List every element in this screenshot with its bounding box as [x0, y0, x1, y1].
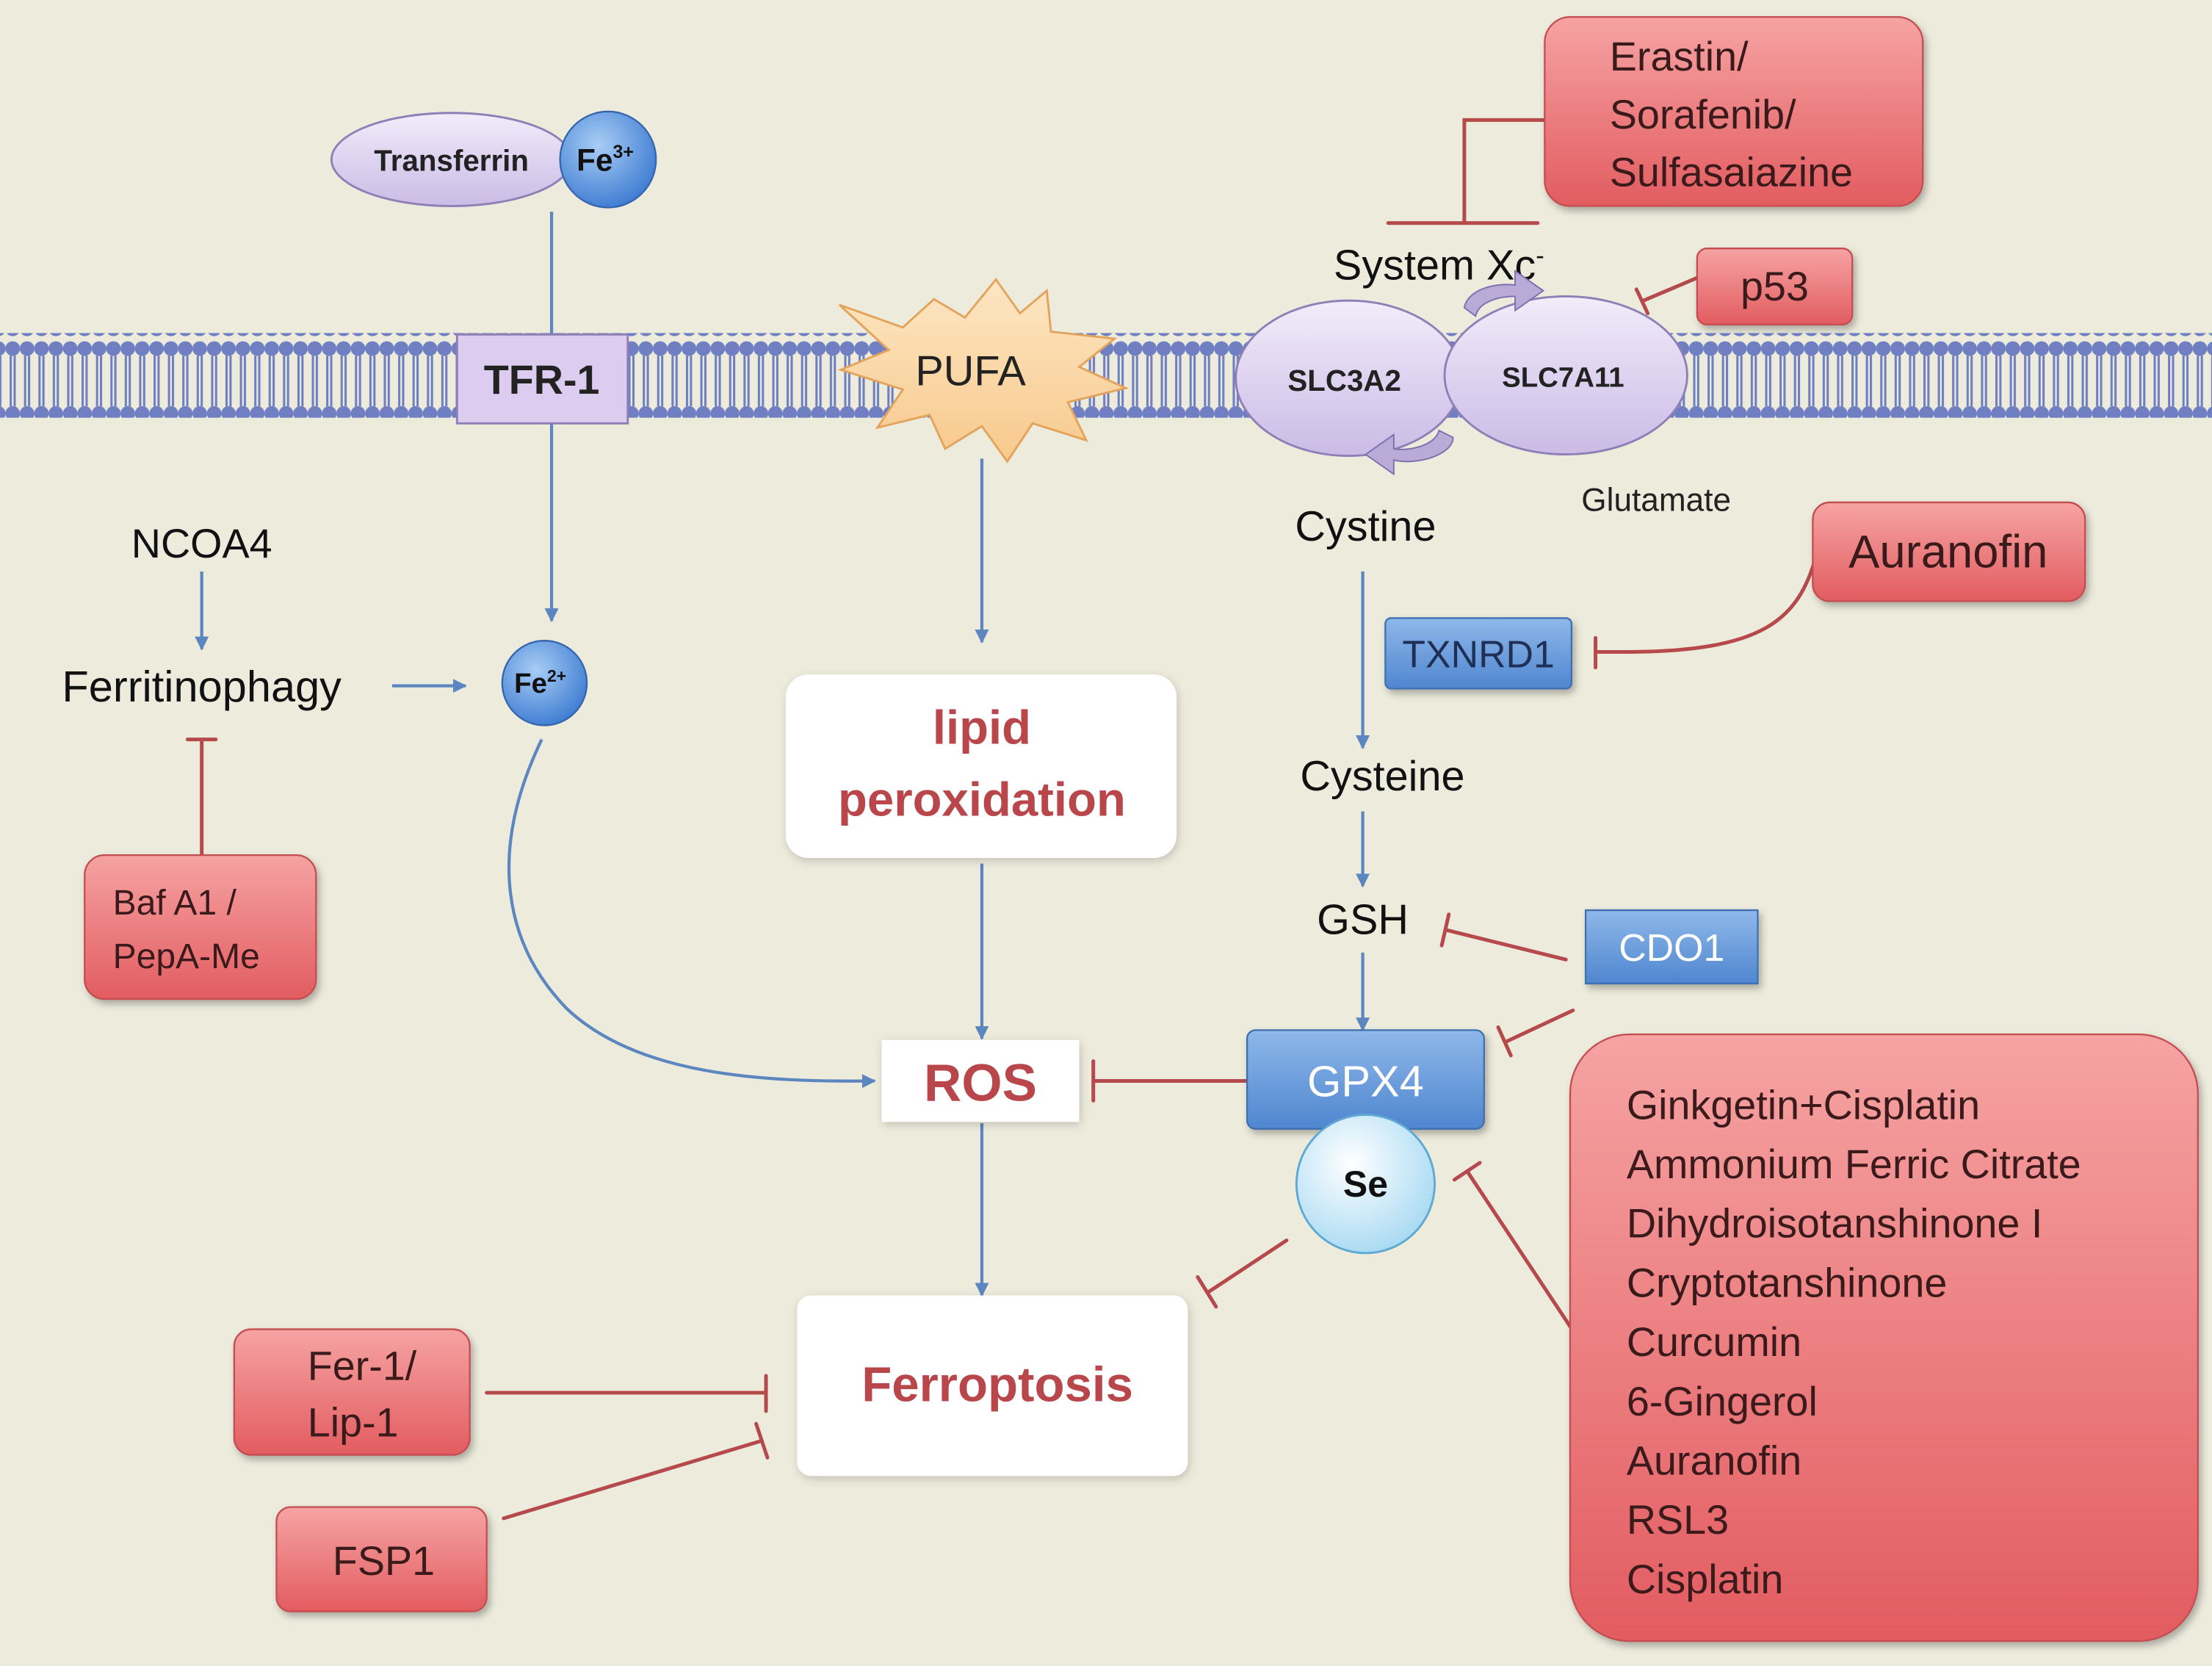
cystine-label: Cystine — [1295, 503, 1436, 550]
gpx4-label: GPX4 — [1307, 1057, 1424, 1106]
slc3a2-label: SLC3A2 — [1287, 364, 1401, 397]
inhibit-cdo1-to-gpx4 — [1505, 1008, 1575, 1044]
pufa-label: PUFA — [915, 347, 1026, 394]
gpx4-inhibitors-box — [1569, 1033, 2199, 1642]
inhibitor-item-2: Ammonium Ferric Citrate — [1627, 1142, 2081, 1187]
lipid-peroxidation-line1: lipid — [933, 700, 1031, 754]
txnrd1-label: TXNRD1 — [1402, 633, 1554, 676]
inhibitor-item-6: 6-Gingerol — [1627, 1379, 1818, 1424]
ros-label: ROS — [924, 1054, 1037, 1112]
ferritinophagy-label: Ferritinophagy — [62, 662, 341, 711]
se-ball — [1295, 1114, 1436, 1255]
glutamate-label: Glutamate — [1581, 482, 1731, 518]
pufa-starburst — [837, 278, 1130, 464]
arrow-fe2-to-ros — [507, 738, 876, 1089]
ros-box — [881, 1039, 1080, 1122]
cdo1-label: CDO1 — [1619, 926, 1724, 969]
tfr1-box — [455, 333, 629, 425]
fe3-label: Fe3+ — [577, 142, 634, 177]
fsp1-label: FSP1 — [333, 1538, 435, 1584]
erastin-line1: Erastin/ — [1610, 34, 1749, 79]
inhibitor-item-4: Cryptotanshinone — [1627, 1260, 1948, 1305]
inhibitor-item-3: Dihydroisotanshinone I — [1627, 1201, 2043, 1247]
txnrd1-box — [1384, 617, 1573, 690]
inhibit-p53-to-slc7a11 — [1641, 275, 1702, 303]
inhibitor-bar-gsh — [1439, 912, 1451, 948]
inhibitor-bar-ferroptosis-se — [1196, 1275, 1218, 1309]
auranofin-label: Auranofin — [1848, 526, 2047, 577]
inhibitor-bar-slc7a11 — [1634, 287, 1650, 316]
transport-arrow-in — [1364, 429, 1454, 476]
bafa1-box — [84, 854, 317, 1000]
auranofin-box — [1812, 501, 2086, 602]
p53-box — [1696, 248, 1854, 326]
fer1-line1: Fer-1/ — [308, 1344, 417, 1389]
tfr1-label: TFR-1 — [484, 357, 600, 403]
inhibitor-item-8: RSL3 — [1627, 1497, 1729, 1543]
ncoa4-label: NCOA4 — [131, 521, 272, 566]
inhibitor-bar-se — [1452, 1161, 1482, 1182]
lipid-peroxidation-box — [785, 674, 1177, 858]
inhibitor-bar-gpx4 — [1496, 1025, 1513, 1058]
ferroptosis-box — [797, 1295, 1188, 1476]
slc7a11-label: SLC7A11 — [1502, 361, 1624, 393]
ferroptosis-label: Ferroptosis — [861, 1357, 1133, 1413]
inhibit-cdo1-to-gsh — [1444, 928, 1568, 962]
se-label: Se — [1343, 1164, 1388, 1205]
erastin-box — [1544, 15, 1924, 207]
fe3-ball — [559, 110, 657, 209]
gsh-label: GSH — [1317, 897, 1409, 944]
inhibit-se-to-ferroptosis — [1205, 1238, 1289, 1295]
p53-label: p53 — [1741, 264, 1809, 309]
bafa1-line2: PepA-Me — [113, 937, 260, 976]
inhibitor-item-1: Ginkgetin+Cisplatin — [1627, 1082, 1980, 1128]
transport-arrow-out — [1463, 270, 1545, 318]
transferrin-complex: Transferrin Fe3+ — [330, 110, 657, 209]
cdo1-box — [1584, 909, 1759, 985]
system-xc-label: System Xc- — [1334, 242, 1544, 289]
inhibit-drugs-to-se — [1465, 1169, 1572, 1329]
fsp1-box — [275, 1506, 488, 1612]
fer1-box — [233, 1328, 471, 1456]
fe2-label: Fe2+ — [514, 666, 566, 699]
erastin-line3: Sulfasaiazine — [1610, 150, 1853, 195]
cell-membrane — [0, 333, 2212, 418]
erastin-line2: Sorafenib/ — [1610, 92, 1796, 137]
lipid-peroxidation-line2: peroxidation — [838, 772, 1126, 826]
fer1-line2: Lip-1 — [308, 1400, 399, 1446]
bafa1-line1: Baf A1 / — [113, 884, 237, 923]
inhibit-auranofin-to-txnrd1 — [1596, 551, 1819, 654]
transferrin-label: Transferrin — [374, 144, 529, 178]
inhibitor-item-9: Cisplatin — [1627, 1557, 1784, 1602]
inhibit-fsp1-to-ferroptosis — [502, 1438, 764, 1521]
fe2-ball — [501, 640, 588, 726]
inhibit-erastin-to-system-xc — [1462, 118, 1547, 226]
slc7a11-transporter — [1443, 295, 1688, 456]
inhibitor-item-7: Auranofin — [1627, 1438, 1801, 1483]
inhibitor-bar-ferroptosis-fsp1 — [754, 1421, 770, 1460]
inhibitor-item-5: Curcumin — [1627, 1319, 1801, 1365]
cysteine-label: Cysteine — [1300, 753, 1464, 800]
